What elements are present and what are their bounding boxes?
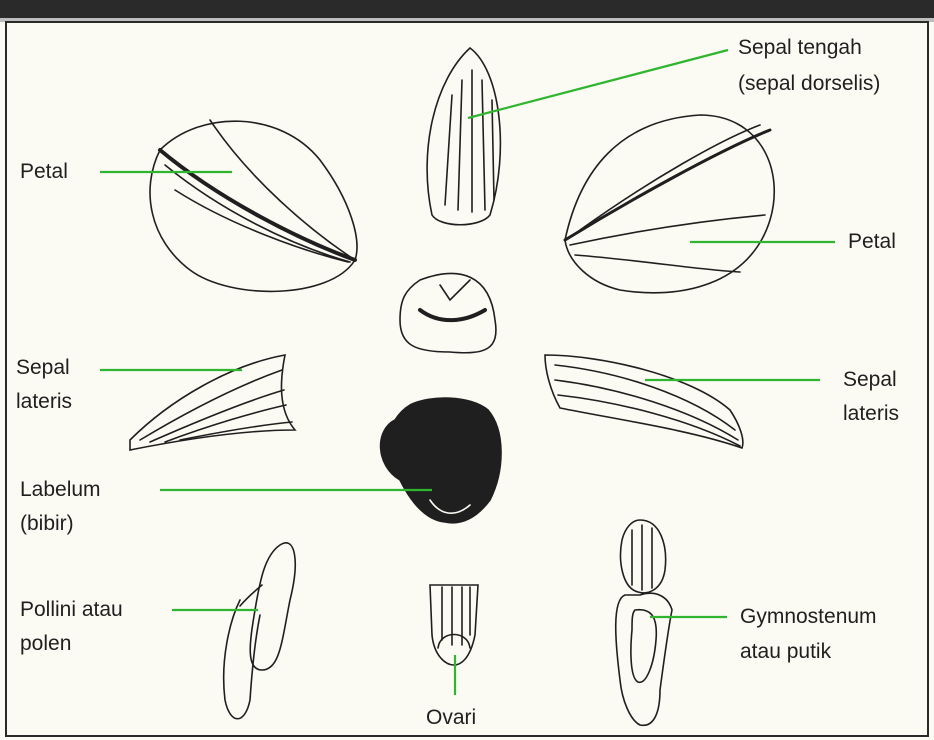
label-labelum: Labelum bbox=[20, 476, 101, 504]
leader-sepal-tengah bbox=[468, 50, 728, 118]
label-sepal-lateris-right-1: Sepal bbox=[843, 366, 897, 394]
label-ovari: Ovari bbox=[426, 704, 476, 732]
label-petal-left: Petal bbox=[20, 158, 68, 186]
right-lateral-sepal-drawing bbox=[545, 355, 743, 448]
label-pollini-atau: Pollini atau bbox=[20, 596, 123, 624]
top-border bbox=[0, 0, 934, 18]
label-sepal-tengah: Sepal tengah bbox=[738, 34, 862, 62]
dorsal-sepal-drawing bbox=[427, 48, 500, 225]
column-top-drawing bbox=[400, 273, 496, 352]
label-gymnostenum: Gymnostenum bbox=[740, 603, 877, 631]
label-sepal-lateris-right-2: lateris bbox=[843, 400, 899, 428]
label-sepal-lateris-left-2: lateris bbox=[16, 388, 72, 416]
label-sepal-lateris-left-1: Sepal bbox=[16, 354, 70, 382]
left-petal-drawing bbox=[150, 120, 357, 291]
label-polen: polen bbox=[20, 630, 71, 658]
right-petal-drawing bbox=[565, 115, 774, 293]
labellum-drawing bbox=[381, 398, 501, 523]
label-atau-putik: atau putik bbox=[740, 638, 831, 666]
label-sepal-dorselis: (sepal dorselis) bbox=[738, 70, 880, 98]
pollinia-drawing bbox=[224, 543, 296, 719]
label-bibir: (bibir) bbox=[20, 510, 74, 538]
ovary-drawing bbox=[430, 585, 478, 665]
label-petal-right: Petal bbox=[848, 228, 896, 256]
gymnostemium-drawing bbox=[616, 520, 672, 725]
